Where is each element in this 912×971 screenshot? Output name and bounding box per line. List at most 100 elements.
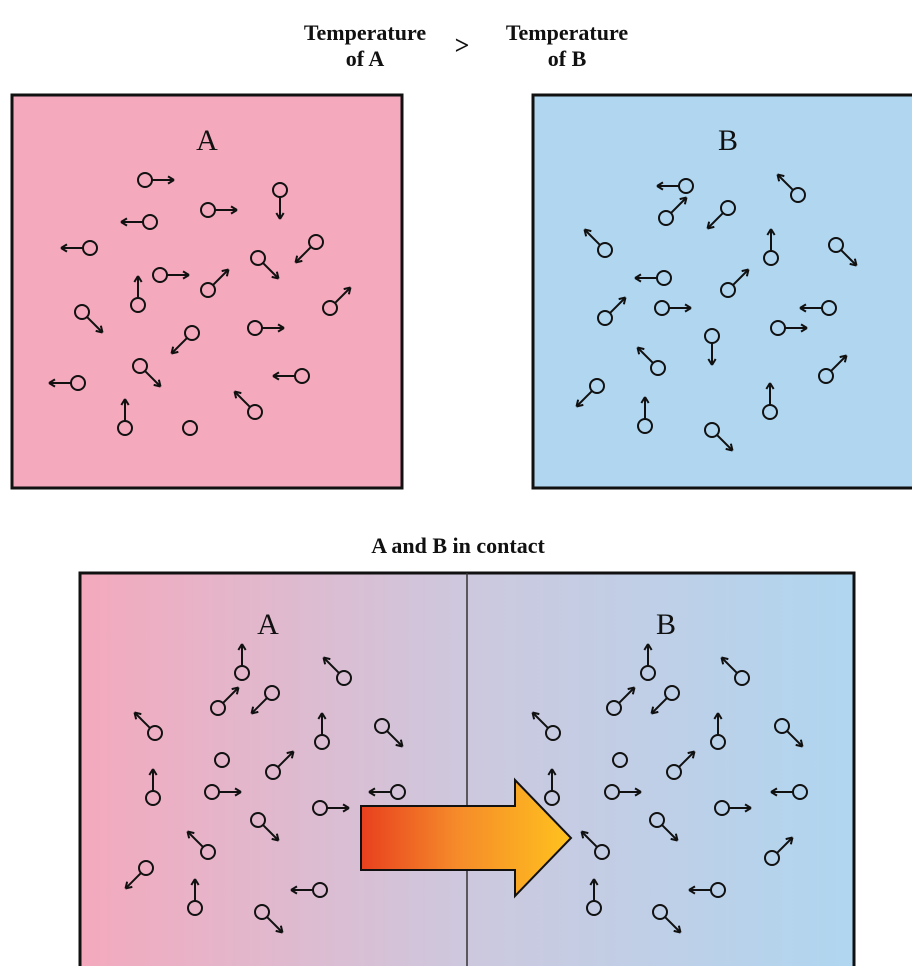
molecule	[182, 420, 198, 436]
velocity-arrow	[266, 916, 284, 934]
molecule	[774, 718, 804, 748]
velocity-arrowhead	[271, 275, 279, 280]
velocity-arrowhead	[770, 228, 776, 236]
molecule	[586, 878, 602, 916]
velocity-arrowhead	[711, 358, 717, 366]
velocity-arrowhead	[277, 323, 285, 329]
velocity-arrowhead	[275, 833, 280, 841]
velocity-arrowhead	[233, 391, 238, 399]
molecule	[294, 234, 324, 264]
molecule	[74, 304, 104, 334]
velocity-arrowhead	[776, 174, 781, 182]
molecule	[137, 172, 175, 188]
molecule	[265, 750, 295, 780]
molecule	[666, 750, 696, 780]
velocity-arrowhead	[580, 831, 585, 839]
molecule	[60, 240, 98, 256]
molecule	[656, 178, 694, 194]
velocity-arrowhead	[124, 398, 130, 406]
molecule-ball	[74, 304, 90, 320]
molecule	[272, 182, 288, 220]
velocity-arrowhead	[853, 258, 858, 266]
contact-a-label: A	[257, 608, 279, 641]
velocity-arrow	[636, 346, 654, 364]
temp-a-line1: Temperature	[304, 20, 426, 45]
velocity-arrowhead	[720, 657, 725, 665]
velocity-arrowhead	[241, 643, 247, 651]
molecule-ball	[774, 718, 790, 734]
molecule	[704, 328, 720, 366]
molecule	[720, 268, 750, 298]
velocity-arrow	[609, 296, 627, 314]
velocity-arrowhead	[707, 358, 713, 366]
molecule	[250, 685, 280, 715]
velocity-arrowhead	[250, 706, 255, 714]
molecule	[120, 214, 158, 230]
molecule	[762, 382, 778, 420]
heat-flow-arrow	[360, 777, 573, 899]
velocity-arrowhead	[295, 259, 303, 264]
molecule	[214, 752, 230, 768]
velocity-arrowhead	[321, 712, 327, 720]
molecule-ball	[650, 360, 666, 376]
velocity-arrow	[716, 434, 734, 452]
molecule-ball	[374, 718, 390, 734]
molecule	[575, 378, 605, 408]
molecule	[272, 368, 310, 384]
molecule-ball	[265, 764, 281, 780]
molecule-ball	[247, 404, 263, 420]
velocity-arrow	[222, 686, 240, 704]
velocity-arrowhead	[799, 307, 807, 313]
velocity-arrowhead	[618, 296, 626, 301]
velocity-arrowhead	[688, 889, 696, 895]
velocity-arrow	[786, 730, 804, 748]
velocity-arrowhead	[843, 355, 848, 363]
velocity-arrowhead	[395, 743, 403, 748]
molecule	[254, 904, 284, 934]
velocity-arrowhead	[48, 382, 56, 388]
velocity-arrow	[840, 249, 858, 267]
molecule-ball	[336, 670, 352, 686]
velocity-arrow	[830, 354, 848, 372]
velocity-arrowhead	[317, 712, 323, 720]
velocity-arrowhead	[294, 255, 299, 263]
velocity-arrowhead	[673, 929, 681, 934]
velocity-arrowhead	[770, 791, 778, 797]
velocity-arrow	[277, 750, 295, 768]
temperature-heading: Temperature of A > Temperature of B	[304, 20, 628, 71]
velocity-arrowhead	[551, 768, 557, 776]
velocity-arrow	[262, 824, 280, 842]
velocity-arrowhead	[650, 706, 655, 714]
velocity-arrowhead	[95, 329, 103, 334]
molecule	[770, 784, 808, 800]
velocity-arrowhead	[849, 262, 857, 267]
molecule	[799, 300, 837, 316]
velocity-arrowhead	[651, 710, 659, 715]
molecule-ball	[720, 200, 736, 216]
molecule-ball	[138, 860, 154, 876]
velocity-arrow	[86, 316, 104, 334]
molecule	[200, 202, 238, 218]
velocity-arrow	[233, 390, 251, 408]
velocity-arrowhead	[688, 885, 696, 891]
contact-title: A and B in contact	[371, 533, 545, 558]
velocity-arrowhead	[636, 347, 641, 355]
velocity-arrowhead	[799, 303, 807, 309]
molecule	[640, 643, 656, 681]
velocity-arrowhead	[706, 221, 711, 229]
molecule	[637, 396, 653, 434]
velocity-arrowhead	[640, 396, 646, 404]
velocity-arrowhead	[769, 382, 775, 390]
velocity-arrowhead	[290, 885, 298, 891]
velocity-arrowhead	[656, 181, 664, 187]
velocity-arrowhead	[593, 878, 599, 886]
molecule	[658, 196, 688, 226]
velocity-arrowhead	[157, 379, 162, 387]
velocity-arrowhead	[770, 787, 778, 793]
velocity-arrowhead	[343, 286, 351, 291]
velocity-arrowhead	[745, 269, 750, 277]
velocity-arrowhead	[190, 878, 196, 886]
velocity-arrowhead	[342, 803, 350, 809]
velocity-arrowhead	[153, 383, 161, 388]
molecule	[170, 325, 200, 355]
